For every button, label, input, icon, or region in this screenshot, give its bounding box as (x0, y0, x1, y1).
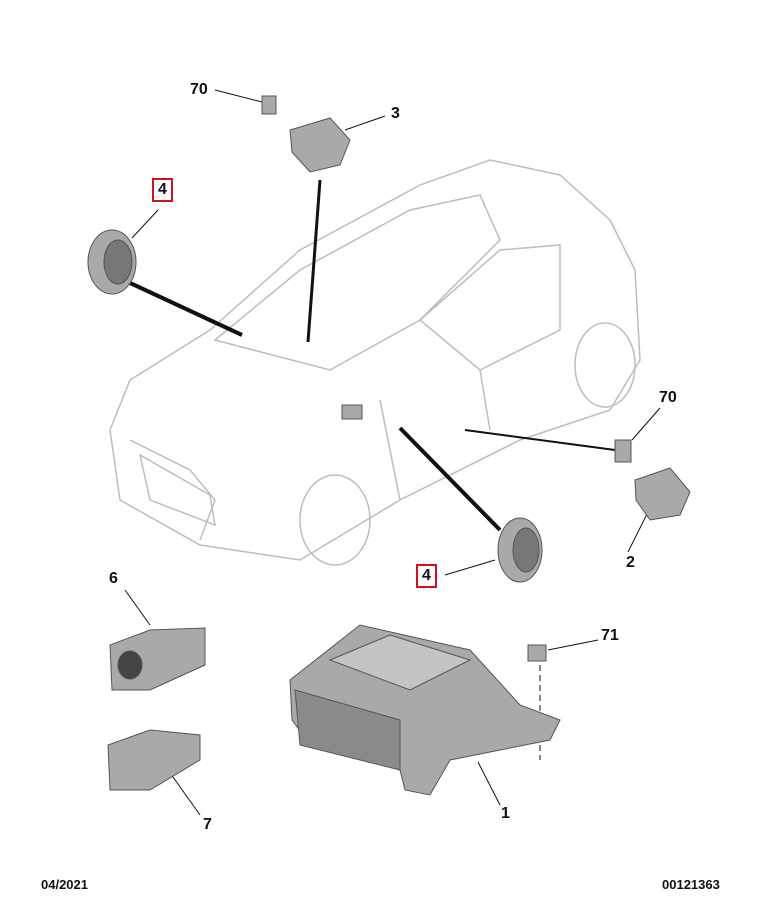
clip-right (614, 439, 632, 463)
callout-3: 3 (391, 105, 400, 122)
switch-lower (107, 729, 201, 791)
sensor-top (289, 117, 351, 173)
sensor-right (634, 467, 691, 521)
callout-7: 7 (203, 816, 212, 833)
footer-reference: 00121363 (662, 877, 720, 892)
callout-2: 2 (626, 554, 635, 571)
callout-71: 71 (601, 627, 619, 644)
callout-1: 1 (501, 805, 510, 822)
leader-lines (124, 89, 661, 816)
callout-4-door: 4 (416, 564, 437, 588)
control-module-car (341, 404, 363, 420)
clip-top (261, 95, 277, 115)
callout-70-top: 70 (190, 81, 208, 98)
footer-date: 04/2021 (41, 877, 88, 892)
parts (87, 95, 691, 796)
callout-4-left: 4 (152, 178, 173, 202)
callout-70-right: 70 (659, 389, 677, 406)
callout-6: 6 (109, 570, 118, 587)
car-outline (109, 159, 641, 566)
nut (527, 644, 547, 662)
